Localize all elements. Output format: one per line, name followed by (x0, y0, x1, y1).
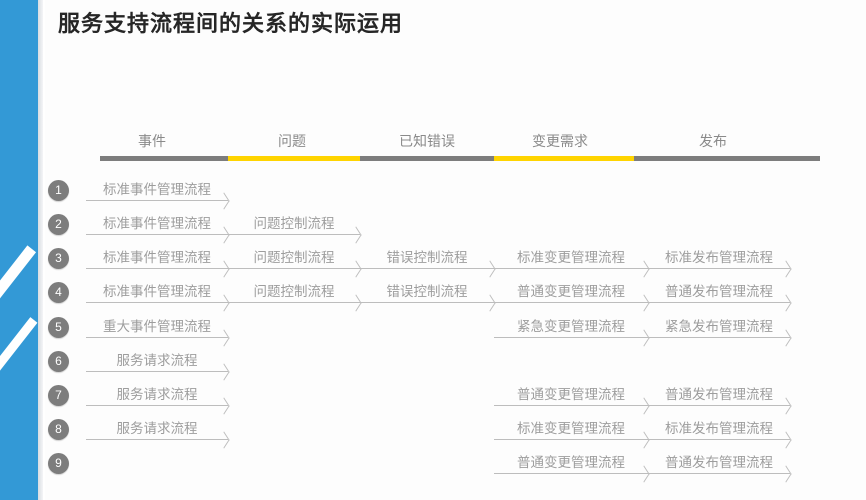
flow-arrow-line (648, 337, 790, 338)
flow-arrow-head (780, 397, 792, 415)
flow-step-label: 标准发布管理流程 (665, 421, 773, 436)
flow-arrow-line (86, 405, 228, 406)
flow-arrow-line (86, 234, 228, 235)
flow-arrow-line (86, 337, 228, 338)
flow-arrow-head (484, 260, 496, 278)
flow-step-label: 普通变更管理流程 (517, 455, 625, 470)
band-edge-highlight (43, 0, 45, 500)
flow-arrow-line (648, 302, 790, 303)
flow-step-label: 问题控制流程 (253, 284, 335, 299)
column-bar-segment-2 (228, 156, 360, 161)
flow-arrow-head (218, 260, 230, 278)
band-edge-shadow (38, 0, 43, 500)
row-number-badge: 5 (48, 317, 69, 338)
flow-step-label: 标准事件管理流程 (103, 216, 211, 231)
column-header-2: 问题 (278, 133, 306, 149)
flow-arrow-head (780, 431, 792, 449)
flow-arrow-head (780, 294, 792, 312)
flow-step-label: 标准变更管理流程 (517, 421, 625, 436)
flow-arrow-line (360, 302, 494, 303)
flow-step-label: 普通发布管理流程 (665, 455, 773, 470)
row-number-badge: 9 (48, 453, 69, 474)
flow-arrow-head (218, 397, 230, 415)
column-header-5: 发布 (699, 133, 727, 149)
flow-arrow-line (494, 473, 648, 474)
row-number-badge: 8 (48, 419, 69, 440)
flow-arrow-head (638, 465, 650, 483)
flow-arrow-head (218, 294, 230, 312)
flow-step-label: 服务请求流程 (116, 421, 198, 436)
flow-step-label: 紧急发布管理流程 (665, 319, 773, 334)
flow-step-label: 普通变更管理流程 (517, 284, 625, 299)
flow-arrow-line (648, 439, 790, 440)
flow-arrow-head (218, 431, 230, 449)
left-accent-band (0, 0, 38, 500)
flow-arrow-head (780, 329, 792, 347)
flow-arrow-head (638, 397, 650, 415)
flow-arrow-head (218, 363, 230, 381)
column-bar-segment-5 (634, 156, 820, 161)
column-header-4: 变更需求 (532, 133, 588, 149)
flow-arrow-line (648, 473, 790, 474)
flow-arrow-head (350, 226, 362, 244)
flow-step-label: 紧急变更管理流程 (517, 319, 625, 334)
flow-step-label: 问题控制流程 (253, 250, 335, 265)
flow-arrow-head (218, 226, 230, 244)
row-number-badge: 3 (48, 248, 69, 269)
flow-arrow-line (228, 268, 360, 269)
flow-arrow-head (218, 329, 230, 347)
flow-step-label: 普通发布管理流程 (665, 387, 773, 402)
flow-arrow-head (638, 431, 650, 449)
flow-step-label: 普通变更管理流程 (517, 387, 625, 402)
column-bar-segment-1 (100, 156, 228, 161)
row-number-badge: 2 (48, 214, 69, 235)
flow-step-label: 错误控制流程 (386, 250, 468, 265)
flow-step-label: 服务请求流程 (116, 353, 198, 368)
flow-arrow-line (360, 268, 494, 269)
flow-step-label: 错误控制流程 (386, 284, 468, 299)
flow-arrow-line (494, 302, 648, 303)
flow-arrow-line (648, 405, 790, 406)
flow-arrow-head (780, 260, 792, 278)
flow-step-label: 服务请求流程 (116, 387, 198, 402)
flow-arrow-line (648, 268, 790, 269)
flow-arrow-line (228, 234, 360, 235)
row-number-badge: 1 (48, 180, 69, 201)
flow-arrow-head (484, 294, 496, 312)
flow-arrow-head (350, 260, 362, 278)
row-number-badge: 6 (48, 351, 69, 372)
column-header-3: 已知错误 (399, 133, 455, 149)
flow-arrow-line (494, 268, 648, 269)
flow-step-label: 标准变更管理流程 (517, 250, 625, 265)
row-number-badge: 4 (48, 282, 69, 303)
flow-arrow-line (86, 371, 228, 372)
flow-arrow-line (494, 337, 648, 338)
flow-arrow-head (638, 294, 650, 312)
flow-arrow-line (494, 439, 648, 440)
flow-arrow-line (228, 302, 360, 303)
row-number-badge: 7 (48, 385, 69, 406)
column-header-1: 事件 (138, 133, 166, 149)
flow-step-label: 标准事件管理流程 (103, 250, 211, 265)
flow-arrow-line (494, 405, 648, 406)
flow-step-label: 问题控制流程 (253, 216, 335, 231)
flow-arrow-head (350, 294, 362, 312)
flow-arrow-line (86, 200, 228, 201)
column-bar-segment-3 (360, 156, 494, 161)
flow-step-label: 标准事件管理流程 (103, 284, 211, 299)
column-bar-segment-4 (494, 156, 634, 161)
flow-arrow-head (780, 465, 792, 483)
flow-arrow-head (638, 260, 650, 278)
flow-arrow-line (86, 268, 228, 269)
flow-arrow-line (86, 302, 228, 303)
flow-arrow-head (638, 329, 650, 347)
flow-step-label: 重大事件管理流程 (103, 319, 211, 334)
flow-step-label: 普通发布管理流程 (665, 284, 773, 299)
page-title: 服务支持流程间的关系的实际运用 (58, 11, 404, 36)
flow-step-label: 标准事件管理流程 (103, 182, 211, 197)
flow-arrow-head (218, 192, 230, 210)
flow-arrow-line (86, 439, 228, 440)
flow-step-label: 标准发布管理流程 (665, 250, 773, 265)
